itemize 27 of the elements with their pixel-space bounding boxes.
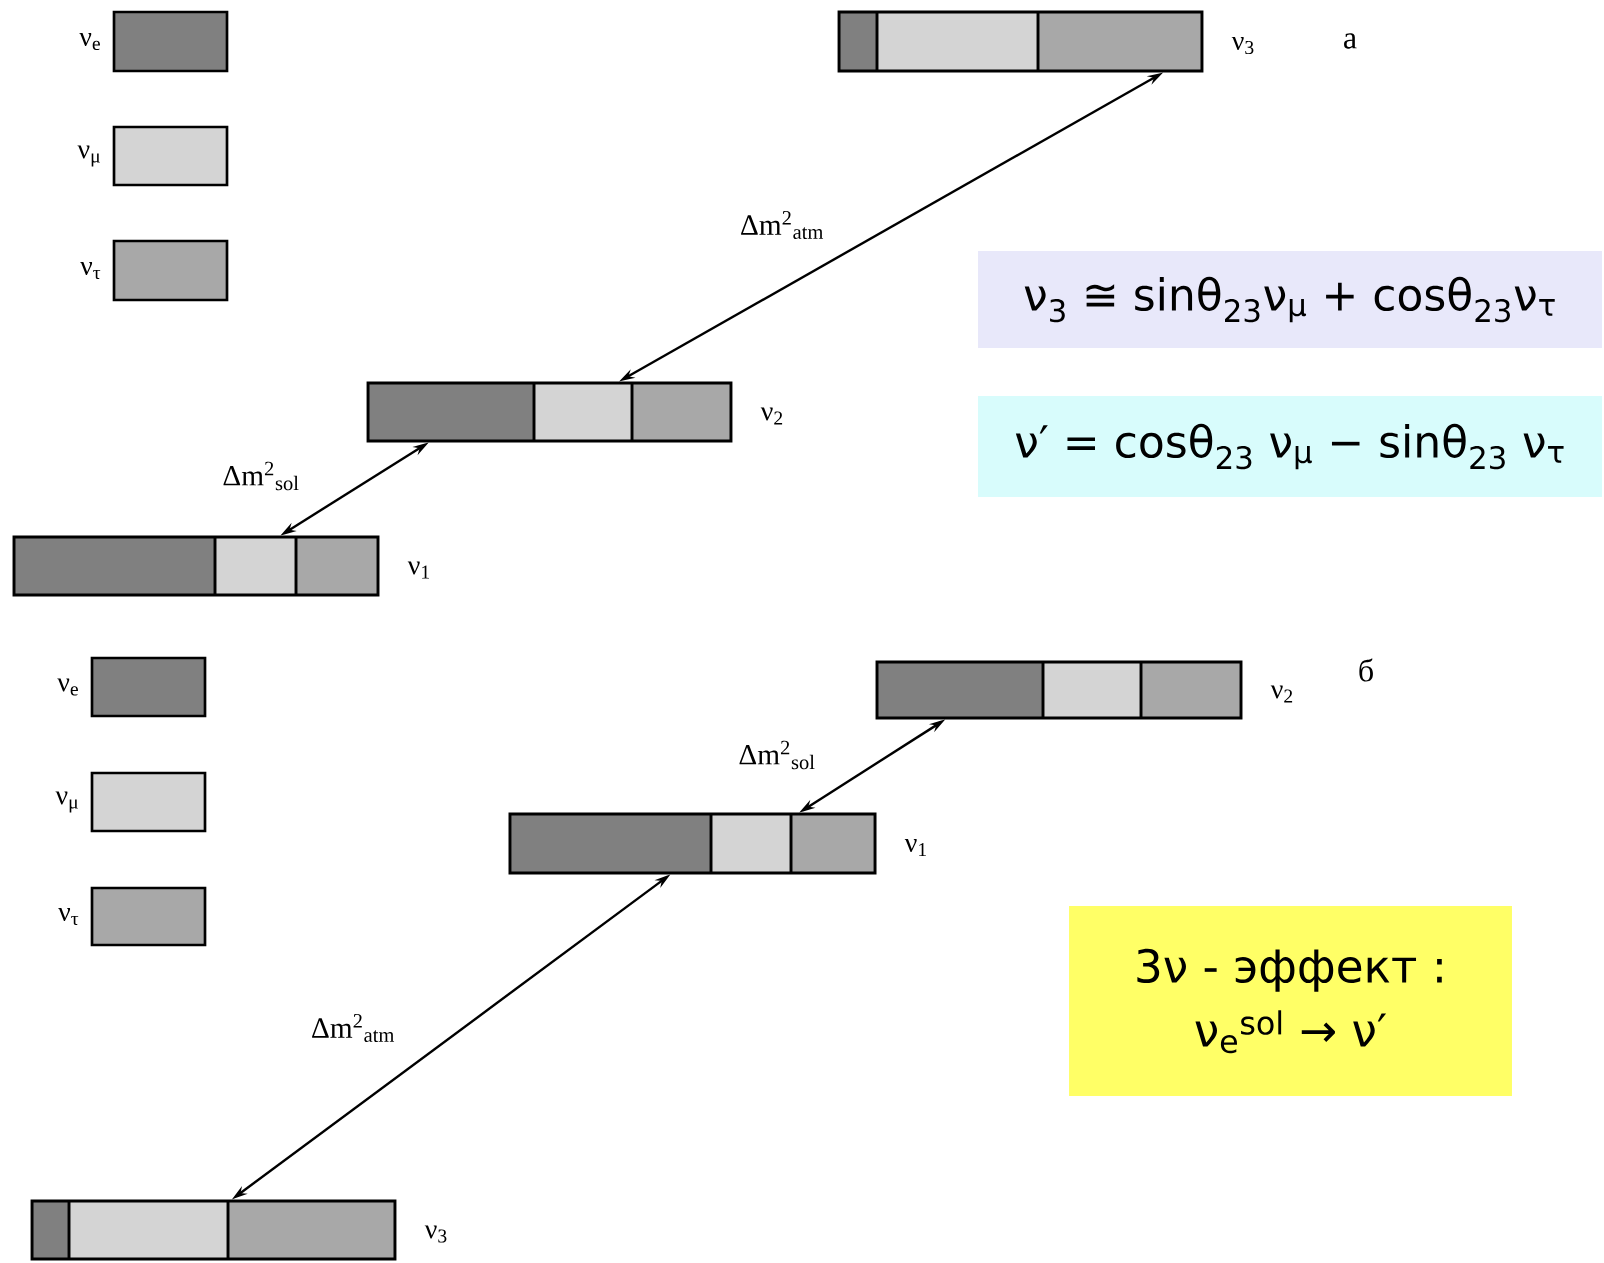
state-label: ν$_{3}$	[1231, 36, 1254, 55]
edge-label: Δm$^{2}$sol	[737, 739, 817, 771]
legend-label: ν$_{e}$	[79, 32, 100, 51]
panel-letter: а	[1344, 33, 1357, 49]
legend-label: ν$_{μ}$	[55, 791, 78, 813]
edge-label: Δm$^{2}$atm	[738, 209, 826, 241]
legend-label: ν$_{τ}$	[58, 907, 79, 926]
state-label: ν$_{2}$	[1270, 685, 1293, 703]
mass-bar	[508, 812, 877, 875]
legend-label: ν$_{e}$	[57, 678, 78, 696]
mass-bar	[366, 381, 733, 443]
formula-box: ν′ = cosθ$_{23}$ ν$_{μ}$ − sinθ$_{23}$ ν$_{τ}$	[978, 395, 1602, 498]
mass-bar	[837, 10, 1204, 73]
mass-bar	[875, 660, 1243, 720]
state-label: ν$_{1}$	[904, 839, 926, 856]
mass-bar	[12, 535, 380, 597]
edge-label: Δm$^{2}$sol	[221, 460, 301, 492]
formula-box: 3ν - эффект : ν$_{e}$$^{sol}$ → ν′	[1069, 906, 1512, 1096]
mass-bar	[30, 1199, 397, 1261]
panel-letter: б	[1359, 658, 1373, 682]
legend-label: ν$_{τ}$	[80, 261, 101, 280]
legend-label: ν$_{μ}$	[77, 145, 100, 167]
state-label: ν$_{2}$	[760, 407, 783, 425]
state-label: ν$_{3}$	[424, 1225, 447, 1243]
formula-box: ν$_{3}$ ≅ sinθ$_{23}$ν$_{μ}$ + cosθ$_{23}$ν$_{τ}$	[978, 250, 1602, 349]
state-label: ν$_{1}$	[407, 561, 429, 579]
edge-label: Δm$^{2}$atm	[309, 1012, 397, 1044]
